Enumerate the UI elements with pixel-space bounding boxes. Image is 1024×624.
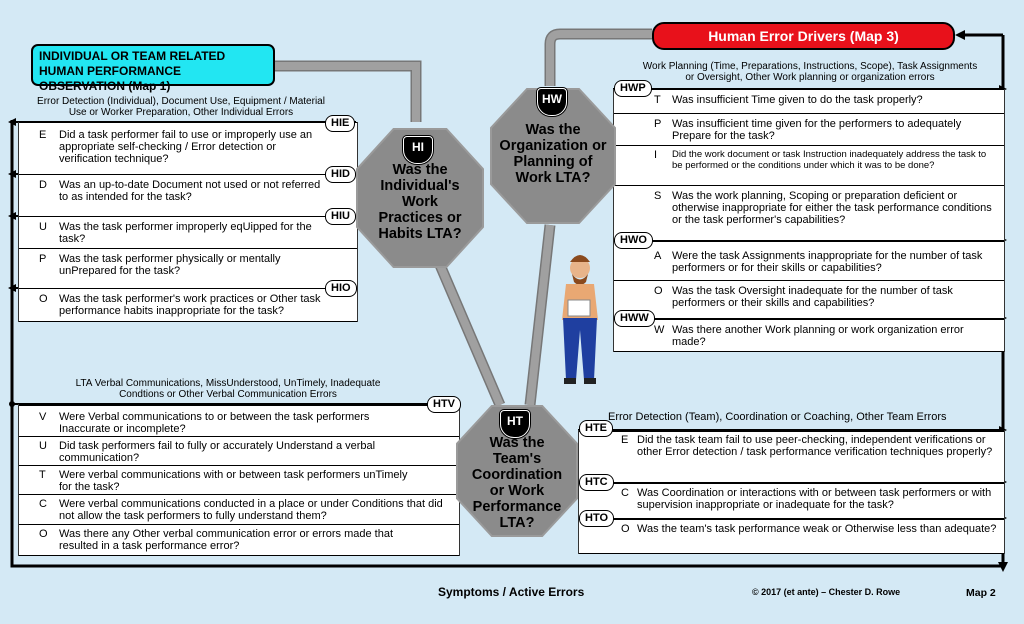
list-item[interactable]: S Was the work planning, Scoping or prep…	[614, 185, 1004, 240]
code-hio[interactable]: HIO	[325, 280, 357, 297]
item-letter: T	[654, 94, 661, 106]
code-hie[interactable]: HIE	[325, 115, 356, 132]
item-question: Was the task performer's work practices …	[59, 293, 321, 317]
code-hiu[interactable]: HIU	[325, 208, 356, 225]
code-hid[interactable]: HID	[325, 166, 356, 183]
item-question: Was the task performer physically or men…	[59, 253, 281, 277]
item-question: Was the work planning, Scoping or prepar…	[672, 190, 992, 226]
octagon-question: Was the Team's Coordination or Work Perf…	[471, 435, 563, 531]
item-question: Did the work document or task Instructio…	[672, 149, 987, 171]
item-question: Was an up-to-date Document not used or n…	[59, 179, 321, 203]
list-item[interactable]: O Was the task performer's work practice…	[19, 288, 357, 322]
list-item[interactable]: U Was the task performer improperly eqUi…	[19, 216, 357, 248]
item-question: Did a task performer fail to use or impr…	[59, 129, 313, 165]
hi-badge: HI	[403, 136, 433, 164]
item-letter: O	[654, 285, 663, 297]
list-item[interactable]: P Was the task performer physically or m…	[19, 248, 357, 288]
item-letter: W	[654, 324, 665, 336]
item-letter: C	[39, 498, 47, 510]
code-hwp[interactable]: HWP	[614, 80, 652, 97]
item-question: Was the team's task performance weak or …	[637, 523, 997, 535]
team-errors-box: E Did the task team fail to use peer-che…	[578, 430, 1005, 554]
team-coordination-octagon[interactable]: Was the Team's Coordination or Work Perf…	[456, 405, 578, 537]
item-question: Did the task team fail to use peer-check…	[637, 434, 993, 458]
item-letter: P	[39, 253, 47, 265]
list-item[interactable]: O Was the task Oversight inadequate for …	[614, 280, 1004, 318]
code-htv[interactable]: HTV	[427, 396, 461, 413]
list-item[interactable]: P Was insufficient time given for the pe…	[614, 113, 1004, 145]
item-letter: C	[621, 487, 629, 499]
individual-errors-box: E Did a task performer fail to use or im…	[18, 122, 358, 322]
item-letter: I	[654, 149, 658, 161]
verbal-communications-box: V Were Verbal communications to or betwe…	[18, 404, 460, 556]
verbal-communications-heading: LTA Verbal Communications, MissUnderstoo…	[75, 378, 381, 400]
item-question: Was there any Other verbal communication…	[59, 528, 394, 552]
work-planning-box: T Was insufficient Time given to do the …	[613, 89, 1005, 352]
octagon-question: Was the Individual's Work Practices or H…	[378, 162, 462, 242]
code-hwo[interactable]: HWO	[614, 232, 653, 249]
code-hww[interactable]: HWW	[614, 310, 655, 327]
item-letter: V	[39, 411, 47, 423]
observation-map-title: INDIVIDUAL OR TEAM RELATED HUMAN PERFORM…	[39, 49, 226, 93]
item-letter: E	[39, 129, 47, 141]
item-question: Were verbal communications conducted in …	[59, 498, 443, 522]
list-item[interactable]: W Was there another Work planning or wor…	[614, 318, 1004, 352]
item-letter: A	[654, 250, 662, 262]
drivers-map-box[interactable]: Human Error Drivers (Map 3)	[652, 22, 955, 50]
item-question: Were Verbal communications to or between…	[59, 411, 370, 435]
observation-map-box[interactable]: INDIVIDUAL OR TEAM RELATED HUMAN PERFORM…	[31, 44, 275, 93]
item-letter: O	[39, 293, 48, 305]
list-item[interactable]: V Were Verbal communications to or betwe…	[19, 404, 459, 436]
list-item[interactable]: T Were verbal communications with or bet…	[19, 465, 459, 494]
list-item[interactable]: E Did a task performer fail to use or im…	[19, 122, 357, 174]
item-letter: O	[621, 523, 630, 535]
item-question: Was Coordination or interactions with or…	[637, 487, 992, 511]
list-item[interactable]: I Did the work document or task Instruct…	[614, 145, 1004, 185]
octagon-question: Was the Organization or Planning of Work…	[499, 122, 607, 186]
hw-badge: HW	[537, 88, 567, 116]
list-item[interactable]: O Was there any Other verbal communicati…	[19, 524, 459, 556]
list-item[interactable]: C Were verbal communications conducted i…	[19, 494, 459, 524]
ht-badge: HT	[500, 410, 530, 438]
item-letter: E	[621, 434, 629, 446]
list-item[interactable]: C Was Coordination or interactions with …	[579, 482, 1004, 518]
drivers-map-title: Human Error Drivers (Map 3)	[708, 28, 899, 44]
item-question: Was the task performer improperly eqUipp…	[59, 221, 312, 245]
list-item[interactable]: D Was an up-to-date Document not used or…	[19, 174, 357, 216]
list-item[interactable]: E Did the task team fail to use peer-che…	[579, 430, 1004, 482]
item-letter: O	[39, 528, 48, 540]
item-question: Was insufficient time given for the perf…	[672, 118, 962, 142]
item-question: Were the task Assignments inappropriate …	[672, 250, 983, 274]
item-question: Was there another Work planning or work …	[672, 324, 964, 348]
item-letter: D	[39, 179, 47, 191]
individual-errors-heading: Error Detection (Individual), Document U…	[37, 96, 325, 118]
team-errors-heading: Error Detection (Team), Coordination or …	[608, 411, 947, 423]
copyright-text: © 2017 (et ante) – Chester D. Rowe	[752, 587, 901, 597]
symptoms-label: Symptoms / Active Errors	[438, 585, 585, 599]
item-letter: T	[39, 469, 46, 481]
work-planning-heading: Work Planning (Time, Preparations, Instr…	[642, 61, 978, 83]
map-number: Map 2	[966, 587, 996, 599]
code-hto[interactable]: HTO	[579, 510, 615, 527]
item-letter: U	[39, 440, 47, 452]
list-item[interactable]: O Was the team's task performance weak o…	[579, 518, 1004, 554]
item-letter: U	[39, 221, 47, 233]
item-question: Did task performers fail to fully or acc…	[59, 440, 376, 464]
item-question: Were verbal communications with or betwe…	[59, 469, 408, 493]
item-letter: S	[654, 190, 662, 202]
worker-figure	[562, 255, 598, 384]
list-item[interactable]: T Was insufficient Time given to do the …	[614, 89, 1004, 113]
code-hte[interactable]: HTE	[579, 420, 613, 437]
list-item[interactable]: U Did task performers fail to fully or a…	[19, 436, 459, 465]
list-item[interactable]: A Were the task Assignments inappropriat…	[614, 240, 1004, 280]
item-question: Was the task Oversight inadequate for th…	[672, 285, 953, 309]
item-question: Was insufficient Time given to do the ta…	[672, 94, 923, 106]
item-letter: P	[654, 118, 662, 130]
code-htc[interactable]: HTC	[579, 474, 614, 491]
